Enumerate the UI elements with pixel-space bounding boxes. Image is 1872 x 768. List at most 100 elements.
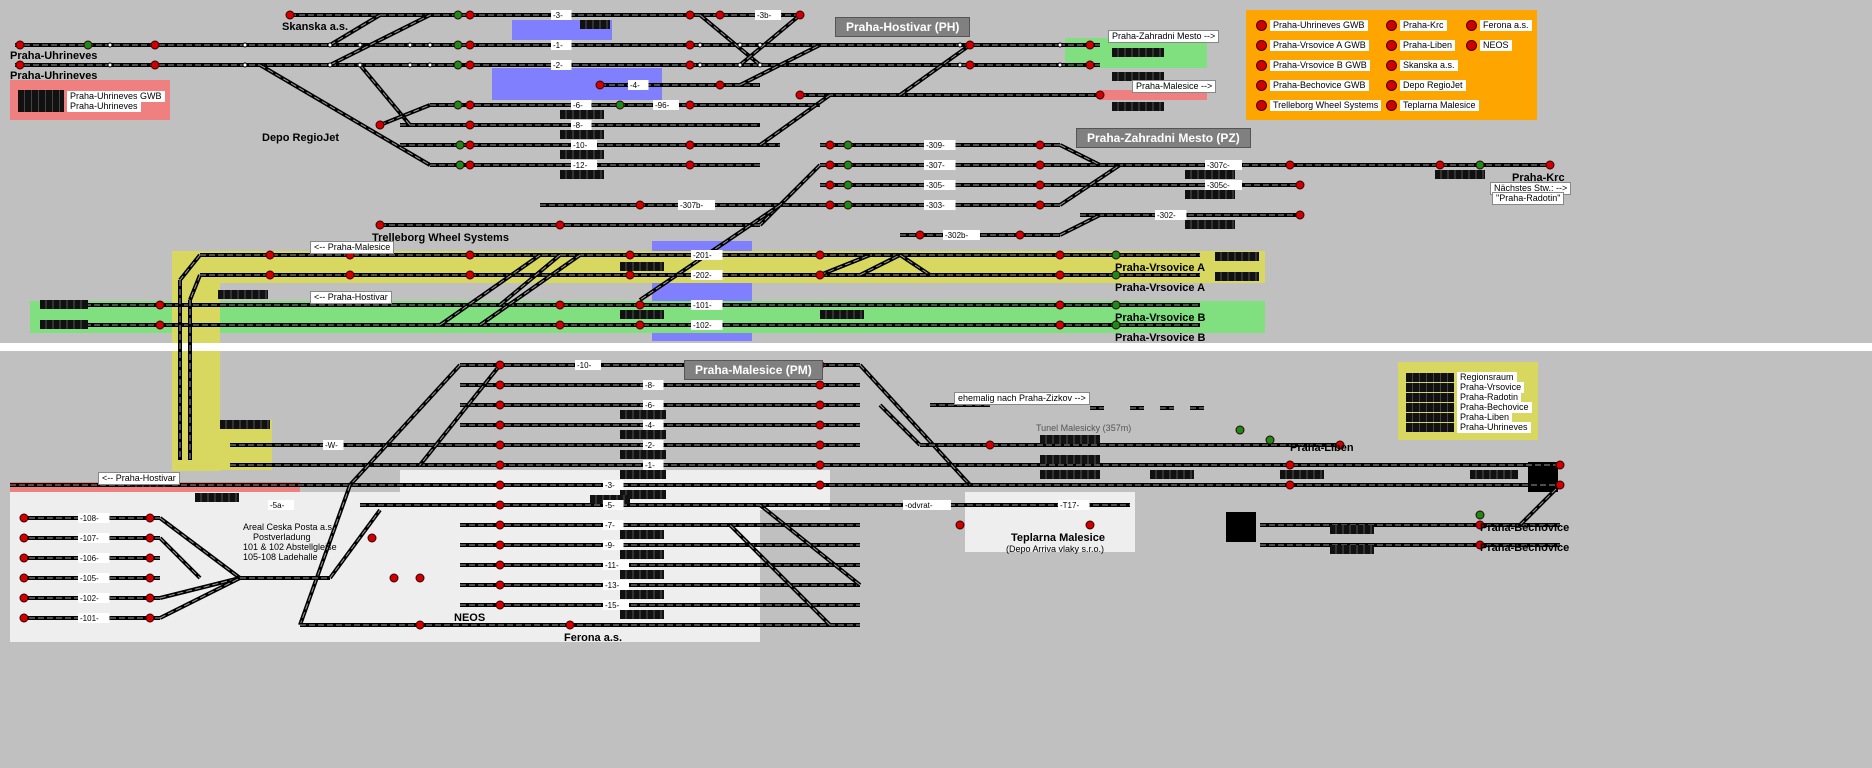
label-tunel: Tunel Malesicky (357m) xyxy=(1036,423,1132,433)
yellow-legend-item[interactable]: Praha-Liben xyxy=(1406,412,1513,423)
block-indicator xyxy=(1185,170,1235,179)
orange-legend-item[interactable]: Praha-Bechovice GWB xyxy=(1256,80,1369,91)
track-label: -102- xyxy=(80,594,99,603)
malesice-exit-zone xyxy=(1100,90,1207,100)
signal-icon xyxy=(1295,210,1305,220)
signal-icon xyxy=(685,60,695,70)
orange-legend-item[interactable]: Praha-Vrsovice A GWB xyxy=(1256,40,1369,51)
yellow-legend-item[interactable]: Praha-Vrsovice xyxy=(1406,382,1525,393)
track-label-bg xyxy=(924,140,956,150)
switch-icon xyxy=(242,62,248,68)
signal-icon xyxy=(955,520,965,530)
next-station-2: "Praha-Radotin" xyxy=(1492,192,1565,205)
block-indicator xyxy=(620,262,664,271)
switch-icon xyxy=(697,42,703,48)
signal-icon xyxy=(465,10,475,20)
block-indicator xyxy=(1040,455,1100,464)
orange-legend-item[interactable]: Depo RegioJet xyxy=(1386,80,1466,91)
track-detail xyxy=(739,44,821,86)
track-label: -4- xyxy=(630,81,640,90)
signal-icon xyxy=(1435,160,1445,170)
yellow-legend-item[interactable]: Praha-Bechovice xyxy=(1406,402,1532,413)
signal-icon xyxy=(375,120,385,130)
track-label: -106- xyxy=(80,554,99,563)
yellow-legend-item[interactable]: Regionsraum xyxy=(1406,372,1517,383)
track-detail xyxy=(419,364,501,466)
track-label-bg xyxy=(691,300,723,310)
signal-icon xyxy=(1265,435,1275,445)
section-malesice[interactable]: Praha-Malesice (PM) xyxy=(684,360,823,380)
uhrineves-legend-row[interactable]: Praha-Uhrineves GWB xyxy=(18,90,165,102)
orange-legend-item[interactable]: Praha-Liben xyxy=(1386,40,1456,51)
orange-legend-item[interactable]: NEOS xyxy=(1466,40,1512,51)
block-indicator xyxy=(620,590,664,599)
signal-icon xyxy=(495,380,505,390)
track-label-bg xyxy=(78,513,110,523)
track-label-bg xyxy=(571,140,597,150)
signal-icon xyxy=(465,120,475,130)
track-label-bg xyxy=(571,100,592,110)
orange-legend-item[interactable]: Praha-Uhrineves GWB xyxy=(1256,20,1368,31)
track-label: -5a- xyxy=(270,501,285,510)
signal-icon xyxy=(1256,20,1267,31)
signal-icon xyxy=(1466,20,1477,31)
block-indicator xyxy=(1150,470,1194,479)
orange-legend-item[interactable]: Praha-Krc xyxy=(1386,20,1447,31)
track-label-bg xyxy=(571,160,597,170)
yellow-legend-item[interactable]: Praha-Uhrineves xyxy=(1406,422,1531,433)
track-label-bg xyxy=(268,500,294,510)
signal-icon xyxy=(825,160,835,170)
switch-icon xyxy=(957,62,963,68)
section-hostivar[interactable]: Praha-Hostivar (PH) xyxy=(835,17,971,37)
signal-icon xyxy=(19,533,29,543)
station-teplarna: Teplarna Malesice xyxy=(1011,532,1105,544)
track-label-bg xyxy=(78,613,110,623)
station-skanska: Skanska a.s. xyxy=(282,21,349,33)
track-label: -309- xyxy=(926,141,945,150)
signal-icon xyxy=(1466,40,1477,51)
section-zahradni[interactable]: Praha-Zahradni Mesto (PZ) xyxy=(1076,128,1251,148)
track-label: -10- xyxy=(577,361,592,370)
signal-icon xyxy=(455,160,465,170)
block-indicator xyxy=(560,150,604,159)
signal-icon xyxy=(285,10,295,20)
signal-icon xyxy=(635,320,645,330)
signal-icon xyxy=(1545,160,1555,170)
signal-icon xyxy=(795,90,805,100)
track-label: -2- xyxy=(553,61,563,70)
signal-icon xyxy=(1285,460,1295,470)
track-label: -3- xyxy=(605,481,615,490)
signal-icon xyxy=(465,60,475,70)
block-indicator-icon xyxy=(1406,383,1454,392)
orange-legend-item[interactable]: Teplarna Malesice xyxy=(1386,100,1479,111)
station-vrsovice-a-2: Praha-Vrsovice A xyxy=(1115,282,1206,294)
signal-icon xyxy=(495,440,505,450)
yellow-legend-item[interactable]: Praha-Radotin xyxy=(1406,392,1522,403)
signal-icon xyxy=(815,460,825,470)
orange-legend-item[interactable]: Skanska a.s. xyxy=(1386,60,1458,71)
station-vrsovice-b-1: Praha-Vrsovice B xyxy=(1115,312,1206,324)
orange-legend-item[interactable]: Praha-Vrsovice B GWB xyxy=(1256,60,1370,71)
signal-icon xyxy=(367,533,377,543)
switch-icon xyxy=(427,62,433,68)
orange-legend-label: Praha-Uhrineves GWB xyxy=(1270,20,1368,31)
signal-icon xyxy=(1555,460,1565,470)
blue-zone-4 xyxy=(652,283,752,301)
track-label-bg xyxy=(603,480,624,490)
track-label-bg xyxy=(603,600,629,610)
track-label-bg xyxy=(551,40,572,50)
orange-legend-item[interactable]: Trelleborg Wheel Systems xyxy=(1256,100,1382,111)
signal-icon xyxy=(1386,100,1397,111)
signal-icon xyxy=(825,140,835,150)
signal-icon xyxy=(453,40,463,50)
block-indicator xyxy=(1040,470,1100,479)
uhrineves-legend-row[interactable]: Praha-Uhrineves xyxy=(18,100,141,112)
signal-icon xyxy=(150,60,160,70)
signal-icon xyxy=(1055,270,1065,280)
uhrineves-legend-label: Praha-Uhrineves GWB xyxy=(67,90,165,102)
signal-icon xyxy=(1055,300,1065,310)
signal-icon xyxy=(495,500,505,510)
block-indicator xyxy=(218,290,268,299)
signal-icon xyxy=(465,40,475,50)
orange-legend-item[interactable]: Ferona a.s. xyxy=(1466,20,1532,31)
